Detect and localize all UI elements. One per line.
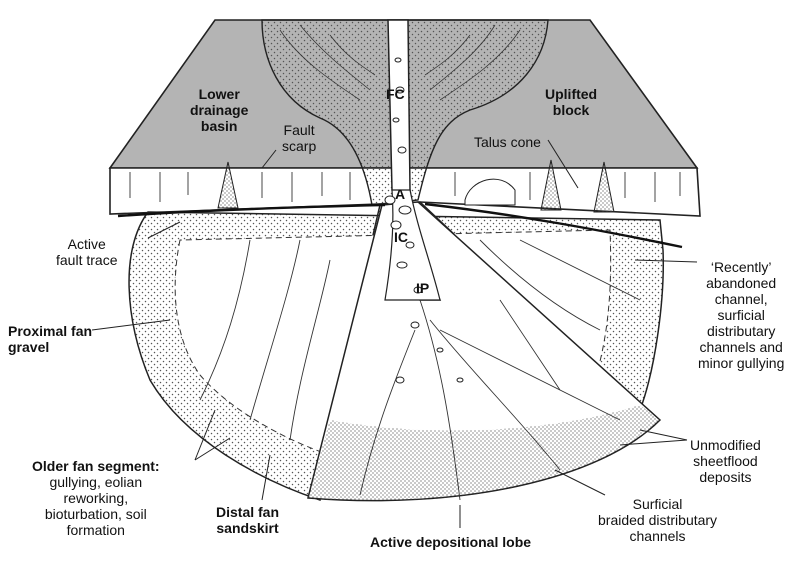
label-lower-drainage-basin: Lower drainage basin [190,86,249,134]
scarp-hatching [129,172,681,202]
fan-rills [199,239,641,501]
label-ic: IC [394,229,408,245]
channel-clasts [384,57,464,384]
active-fault-trace [117,202,683,249]
lobe-distal-sand [308,405,660,501]
label-unmodified-sheetflood: Unmodified sheetflood deposits [690,437,761,485]
older-fan-segment-title: Older fan segment: [32,458,160,474]
label-active-fault-trace: Active fault trace [56,236,118,268]
label-active-depositional-lobe: Active depositional lobe [370,534,532,550]
leader-lines [91,139,698,528]
label-surficial-braided: Surficial braided distributary channels [598,496,718,544]
label-distal-fan-sandskirt: Distal fan sandskirt [216,504,280,536]
label-older-fan-segment: Older fan segment: gullying, eolian rewo… [32,458,160,538]
talus-cones [217,159,615,213]
label-fc: FC [386,86,405,102]
label-uplifted-block: Uplifted block [545,86,598,118]
label-a: A [395,186,406,202]
proximal-fan-area [174,211,612,456]
label-ip: IP [416,280,430,296]
label-proximal-fan-gravel: Proximal fan gravel [8,323,93,355]
basin-rills [279,24,521,101]
label-recently-abandoned: ‘Recently’ abandoned channel, surficial … [698,259,785,371]
label-talus-cone: Talus cone [474,134,541,150]
label-fault-scarp: Fault scarp [282,122,317,154]
